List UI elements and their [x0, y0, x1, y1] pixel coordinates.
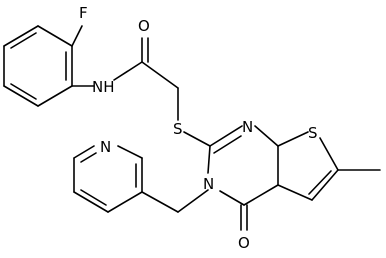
ketone-oxygen-label: O: [238, 234, 250, 252]
bond: [319, 137, 339, 171]
bond: [37, 25, 73, 47]
bond: [207, 145, 211, 174]
bond: [219, 190, 245, 206]
pyridylmethyl-group: [73, 145, 209, 213]
bond: [183, 131, 211, 147]
bond: [213, 135, 242, 154]
thiophene-ring: [277, 131, 381, 201]
bond: [177, 189, 209, 213]
ring-n-top-label: N: [242, 118, 253, 136]
bond: [277, 131, 309, 147]
bond: [209, 125, 243, 147]
bond: [80, 152, 97, 163]
bond: [3, 25, 39, 47]
ring-n-bottom-label: N: [203, 175, 214, 193]
bond: [73, 191, 109, 213]
bond: [277, 184, 313, 201]
bond: [3, 85, 39, 107]
thiophene-sulfur-label: S: [308, 124, 318, 142]
bond: [80, 189, 107, 206]
amide-oxygen-label: O: [138, 17, 150, 35]
bond: [71, 25, 83, 47]
fluorine-label: F: [79, 4, 88, 22]
bond: [311, 169, 339, 201]
fluorophenyl-ring: [3, 25, 83, 107]
bond: [113, 61, 143, 81]
thioether-sulfur-label: S: [173, 120, 183, 138]
amide-linker: [71, 37, 179, 121]
amide-nh-label: NH: [92, 78, 115, 96]
bond: [141, 191, 179, 213]
bond: [10, 83, 37, 100]
pyrimidinone-ring: [183, 125, 279, 231]
bond: [308, 170, 332, 195]
bond: [254, 125, 279, 147]
bond: [10, 32, 37, 49]
bond: [73, 145, 95, 159]
bond: [37, 85, 73, 107]
pyridine-n-label: N: [100, 138, 111, 156]
bond: [243, 184, 279, 206]
bond: [141, 61, 179, 89]
bond: [117, 145, 143, 159]
bond: [107, 191, 143, 213]
